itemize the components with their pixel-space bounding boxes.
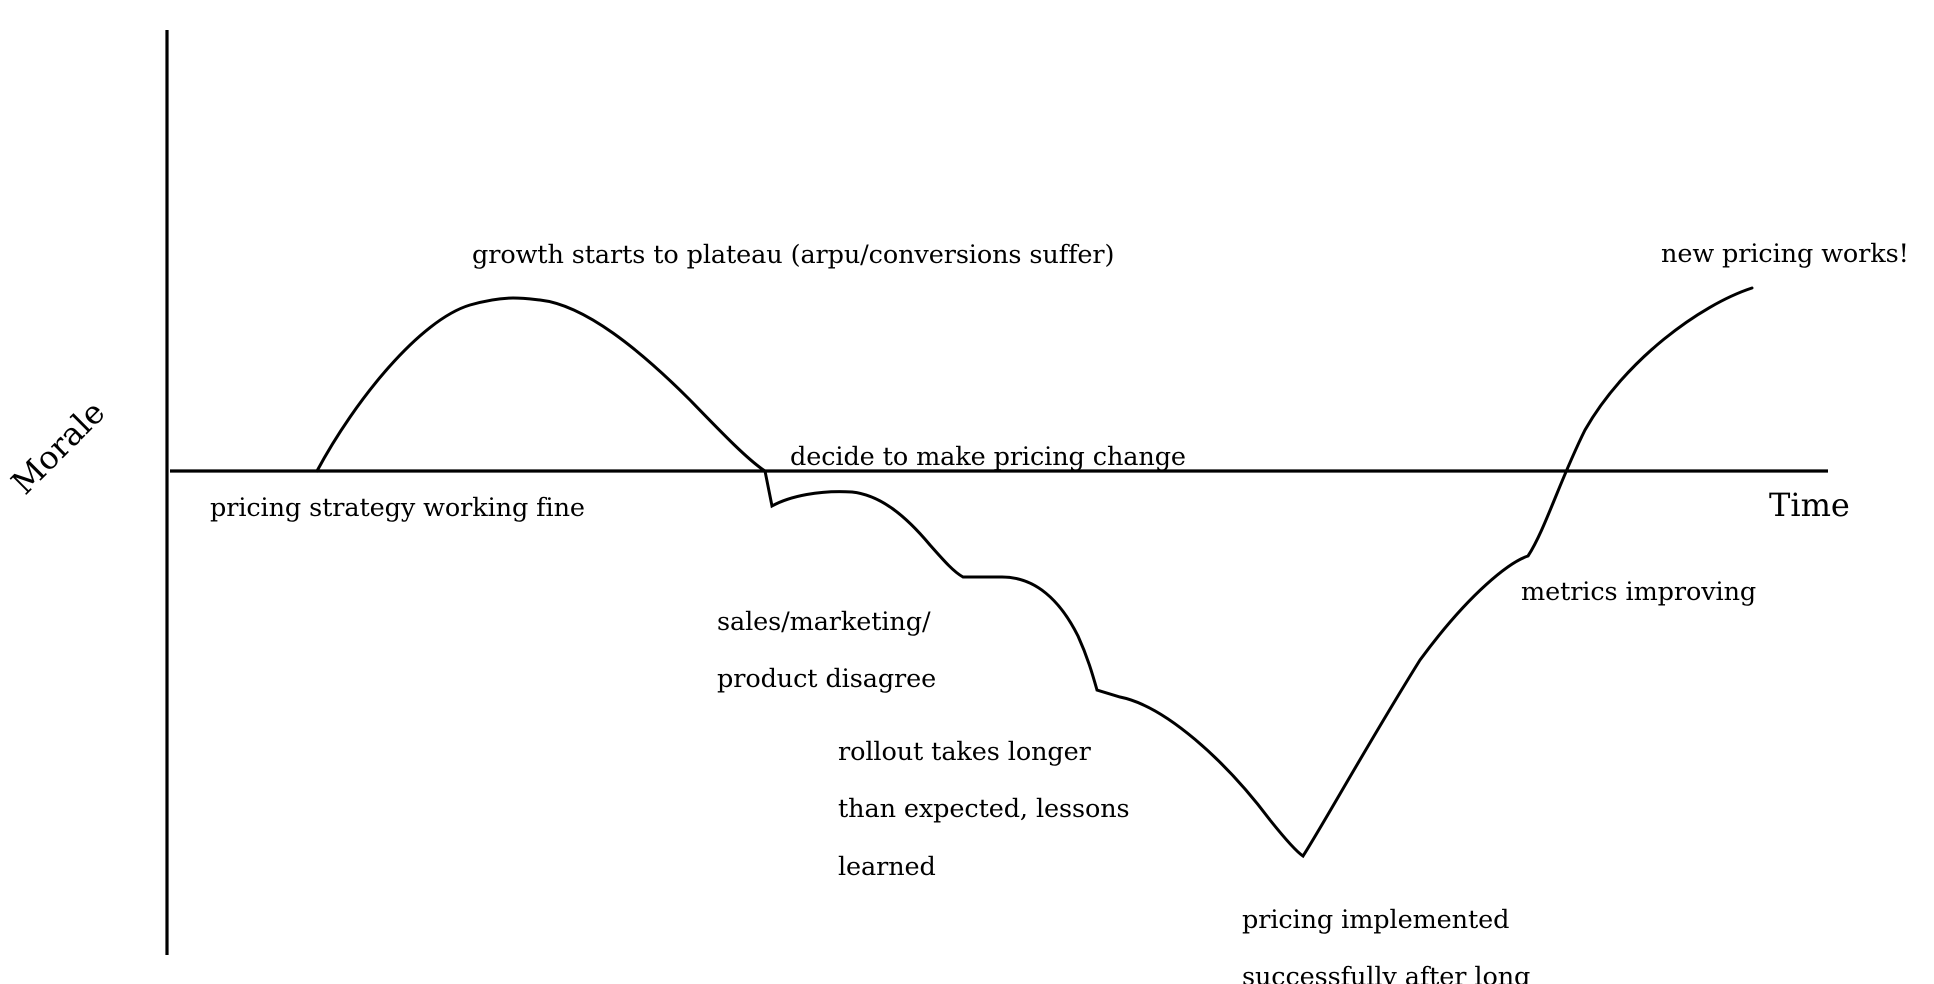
annotation-line: learned bbox=[838, 852, 936, 883]
annotation-sales-marketing-product-disagree: sales/marketing/ product disagree bbox=[717, 579, 936, 723]
x-axis-title: Time bbox=[1769, 486, 1850, 524]
annotation-line: product disagree bbox=[717, 664, 937, 695]
annotation-line: rollout takes longer bbox=[838, 736, 1091, 767]
annotation-pricing-strategy-working-fine: pricing strategy working fine bbox=[210, 493, 585, 523]
annotation-growth-starts-to-plateau: growth starts to plateau (arpu/conversio… bbox=[472, 240, 1115, 270]
annotation-line: pricing implemented bbox=[1242, 904, 1510, 935]
annotation-line: than expected, lessons bbox=[838, 794, 1130, 825]
annotation-new-pricing-works: new pricing works! bbox=[1661, 239, 1909, 269]
annotation-line: successfully after long bbox=[1242, 962, 1531, 984]
annotation-decide-to-make-pricing-change: decide to make pricing change bbox=[790, 442, 1186, 472]
annotation-line: sales/marketing/ bbox=[717, 606, 931, 637]
annotation-pricing-implemented-successfully: pricing implemented successfully after l… bbox=[1242, 877, 1530, 984]
morale-curve-path bbox=[315, 286, 1754, 859]
annotation-metrics-improving: metrics improving bbox=[1521, 577, 1757, 607]
annotation-rollout-takes-longer: rollout takes longer than expected, less… bbox=[838, 709, 1130, 911]
